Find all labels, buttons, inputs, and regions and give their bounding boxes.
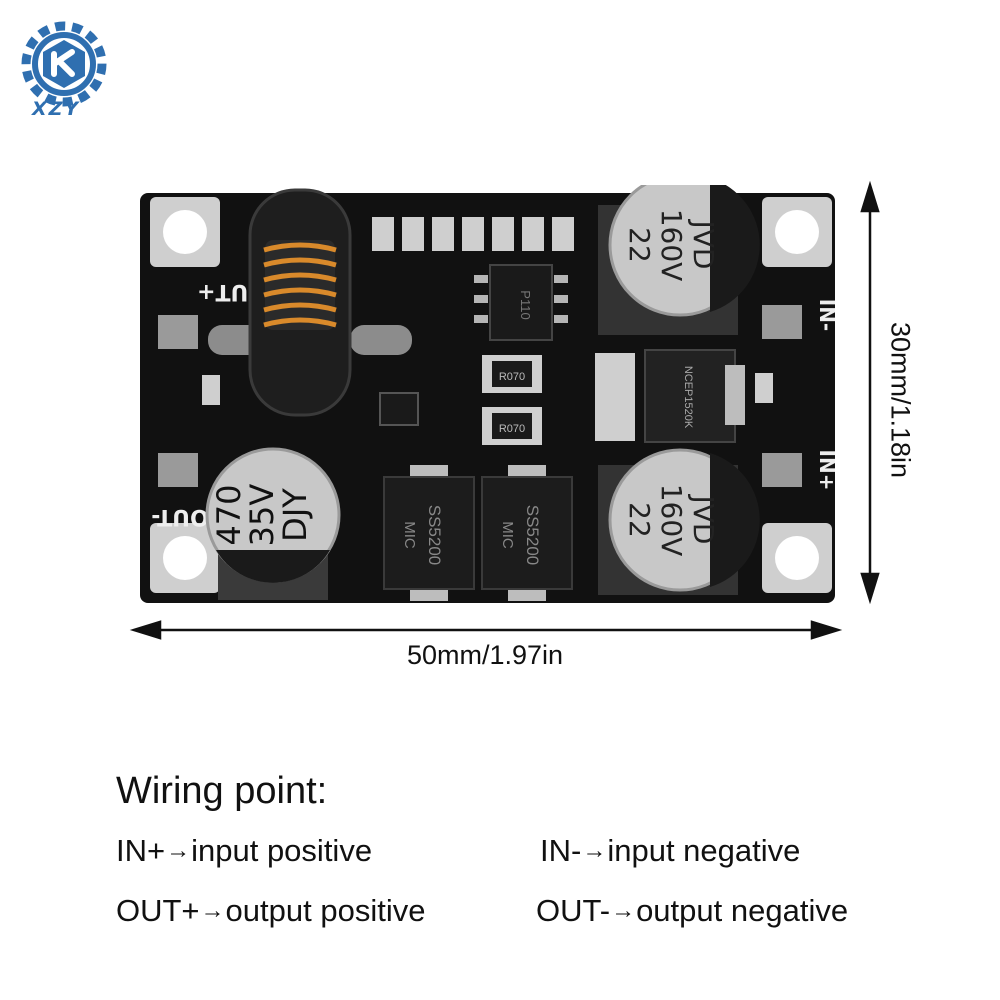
sense-resistor: R070 [482, 407, 542, 445]
svg-text:SS5200: SS5200 [523, 505, 542, 566]
svg-text:DJY: DJY [276, 488, 314, 542]
svg-text:NCEP1520K: NCEP1520K [682, 366, 694, 429]
wiring-item-in-minus: IN-→input negative [540, 833, 801, 868]
svg-text:R070: R070 [499, 423, 525, 435]
svg-text:470: 470 [210, 484, 248, 545]
capacitor-22uf: 22 160V JVD [598, 185, 760, 335]
svg-text:R070: R070 [499, 371, 525, 383]
capacitor-c2 [755, 373, 773, 403]
inductor [208, 188, 412, 417]
height-dimension-label: 30mm/1.18in [885, 321, 916, 479]
sense-resistor: R070 [482, 355, 542, 393]
mounting-hole [762, 523, 832, 593]
diode: SS5200 MIC [481, 465, 573, 601]
svg-text:MIC: MIC [401, 521, 418, 549]
wiring-item-out-plus: OUT+→output positive [116, 893, 426, 928]
in-minus-pad [762, 305, 802, 339]
in-plus-label: IN+ [815, 450, 839, 491]
pcb-board: OUT+ OUT- IN- IN+ P110 [140, 185, 839, 603]
out-minus-pad [158, 453, 198, 487]
mounting-hole [150, 523, 220, 593]
brand-name: XZY [32, 98, 81, 120]
out-plus-pad [158, 315, 198, 349]
arrow-right-icon [810, 620, 843, 640]
mounting-hole [150, 197, 220, 267]
arrow-right-icon: → [166, 837, 191, 864]
arrow-right-icon: → [611, 897, 636, 924]
mosfet: NCEP1520K [595, 349, 745, 443]
mounting-hole [762, 197, 832, 267]
transistor-q2 [379, 392, 419, 426]
out-minus-label: OUT- [151, 504, 208, 529]
capacitor-22uf: 22 160V JVD [598, 448, 760, 595]
svg-text:160V: 160V [655, 209, 688, 282]
svg-text:22: 22 [623, 502, 656, 538]
in-plus-pad [762, 453, 802, 487]
svg-text:35V: 35V [243, 484, 281, 547]
svg-text:MIC: MIC [499, 521, 516, 549]
diode: SS5200 MIC [383, 465, 475, 601]
svg-text:160V: 160V [655, 484, 688, 557]
in-minus-label: IN- [815, 299, 839, 331]
capacitor-c3 [202, 375, 220, 405]
width-dimension-label: 50mm/1.97in [406, 640, 564, 670]
arrow-right-icon: → [200, 897, 225, 924]
ic-chip: P110 [474, 264, 568, 341]
wiring-item-in-plus: IN+→input positive [116, 833, 373, 868]
svg-text:22: 22 [623, 227, 656, 263]
wiring-title: Wiring point: [116, 770, 328, 812]
brand-logo-icon [21, 21, 107, 107]
arrow-up-icon [860, 180, 880, 213]
svg-text:SS5200: SS5200 [425, 505, 444, 566]
svg-text:JVD: JVD [687, 494, 720, 545]
wiring-item-out-minus: OUT-→output negative [536, 893, 849, 928]
arrow-down-icon [860, 572, 880, 605]
capacitor-470uf: 470 35V DJY [205, 447, 341, 600]
resistor-row [372, 217, 574, 251]
svg-text:JVD: JVD [687, 219, 720, 270]
ic-marking: P110 [518, 290, 533, 319]
arrow-right-icon: → [582, 837, 607, 864]
arrow-left-icon [129, 620, 162, 640]
